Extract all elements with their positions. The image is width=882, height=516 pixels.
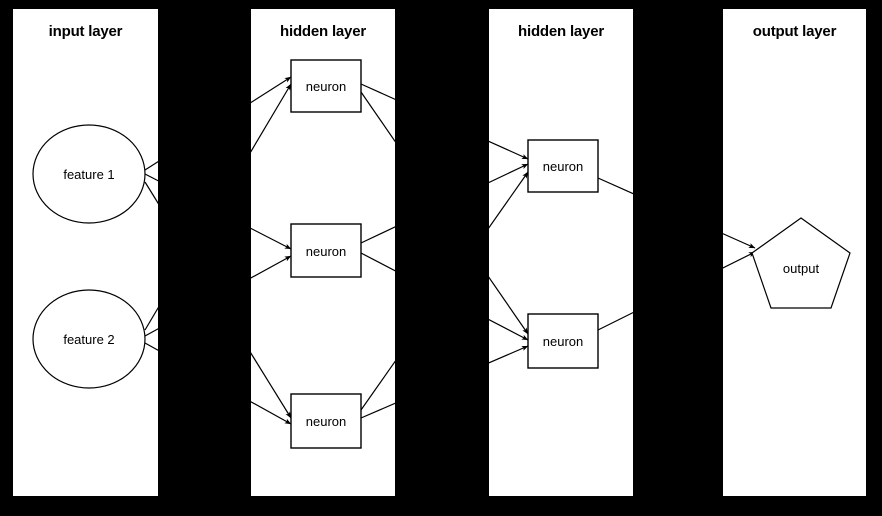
layer-panel-output[interactable]: [723, 9, 866, 496]
layer-title-hidden-2: hidden layer: [518, 23, 604, 40]
node-label-h2-neuron-2: neuron: [542, 334, 584, 349]
node-label-h1-neuron-2: neuron: [305, 244, 347, 259]
layer-title-output: output layer: [752, 23, 837, 40]
node-label-h2-neuron-1: neuron: [542, 159, 584, 174]
layer-title-input: input layer: [48, 23, 123, 40]
node-label-feature-1: feature 1: [63, 167, 115, 182]
node-label-h1-neuron-1: neuron: [305, 79, 347, 94]
layer-panel-input[interactable]: [13, 9, 158, 496]
layer-panel-hidden-2[interactable]: [489, 9, 633, 496]
layer-title-hidden-1: hidden layer: [280, 23, 366, 40]
node-label-feature-2: feature 2: [63, 332, 115, 347]
node-label-h1-neuron-3: neuron: [305, 414, 347, 429]
node-label-output: output: [782, 261, 820, 276]
